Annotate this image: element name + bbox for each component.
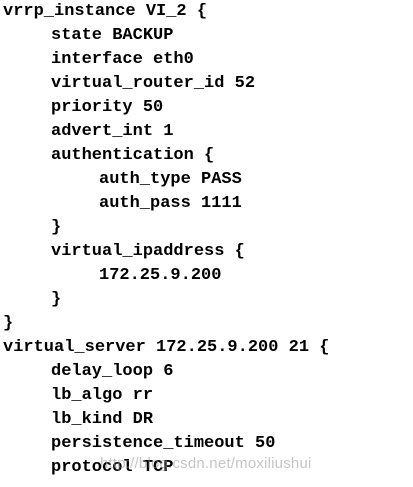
code-block: vrrp_instance VI_2 { state BACKUP interf…: [3, 0, 408, 480]
code-line: virtual_router_id 52: [51, 74, 256, 93]
code-line: lb_kind DR: [51, 410, 154, 429]
code-line: delay_loop 6: [51, 362, 174, 381]
code-line: auth_pass 1111: [99, 194, 242, 213]
code-line: 172.25.9.200: [99, 266, 222, 285]
code-line: }: [51, 290, 62, 309]
code-line: protocol TCP: [51, 458, 174, 477]
watermark: http://blog.csdn.net/moxiliushui: [100, 455, 312, 472]
code-line: authentication {: [51, 146, 215, 165]
code-line: }: [3, 314, 14, 333]
code-line: vrrp_instance VI_2 {: [3, 2, 208, 21]
code-line: persistence_timeout 50: [51, 434, 276, 453]
code-line: priority 50: [51, 98, 164, 117]
code-line: virtual_ipaddress {: [51, 242, 245, 261]
code-line: }: [51, 218, 62, 237]
code-line: lb_algo rr: [51, 386, 154, 405]
code-line: interface eth0: [51, 50, 194, 69]
code-line: state BACKUP: [51, 26, 174, 45]
code-line: advert_int 1: [51, 122, 174, 141]
code-line: auth_type PASS: [99, 170, 242, 189]
code-line: virtual_server 172.25.9.200 21 {: [3, 338, 330, 357]
